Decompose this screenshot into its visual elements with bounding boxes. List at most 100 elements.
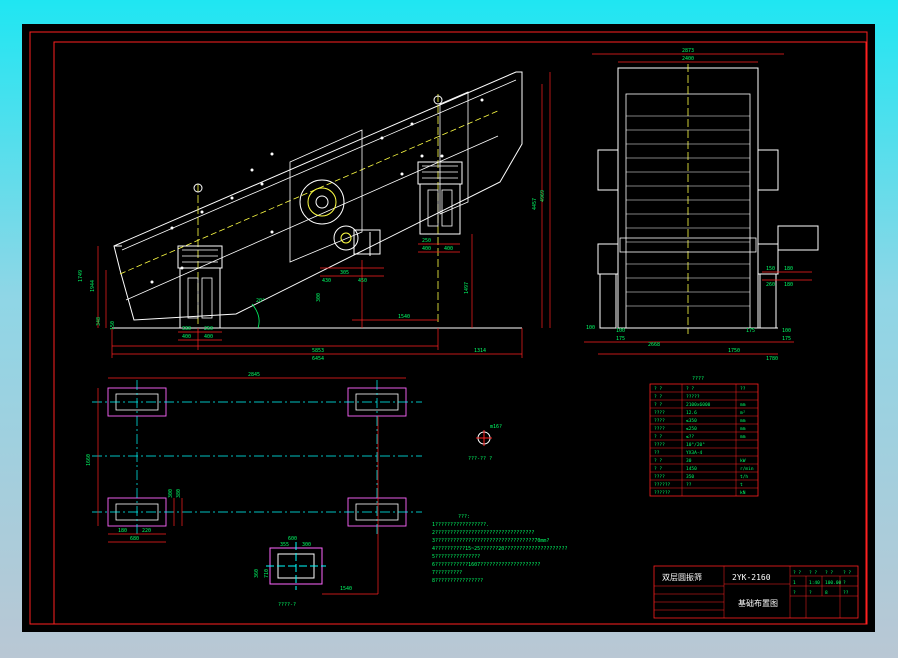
- table-header: ? ?: [654, 386, 662, 392]
- note-line-3: 3?????????????????????????????????70mm?: [432, 538, 549, 544]
- note-line-7: 7?????????: [432, 570, 462, 576]
- dim-bottom-175a: 175: [616, 336, 625, 342]
- dim-400-c: 400: [422, 246, 431, 252]
- dim-4969: 4969: [540, 190, 546, 202]
- dim-305: 305: [340, 270, 349, 276]
- note-line-6: 6???????????1607????????????????????: [432, 562, 540, 568]
- title-block-cell: 100.00: [825, 580, 842, 586]
- table-cell: 12.6: [686, 410, 697, 416]
- dim-400-a: 400: [182, 334, 191, 340]
- dim-1944: 1944: [90, 280, 96, 292]
- left-spring-seat: [177, 245, 223, 269]
- table-cell: m²: [740, 411, 745, 416]
- dim-1749: 1749: [78, 270, 84, 282]
- table-cell: t: [740, 482, 743, 488]
- table-cell: 30: [686, 458, 692, 464]
- table-cell: ? ?: [654, 394, 662, 400]
- dim-330: 330: [182, 326, 191, 332]
- table-header: ? ?: [686, 386, 694, 392]
- title-block-cell: ??: [843, 590, 849, 596]
- angle-label: 20°: [256, 298, 265, 304]
- note-line-5: 5???????????????: [432, 554, 480, 560]
- title-block-cell: ?: [843, 580, 846, 586]
- table-cell: 350: [686, 474, 694, 480]
- dim-2845: 2845: [248, 372, 260, 378]
- end-view-motor: [777, 225, 819, 251]
- dim-380: 380: [176, 489, 182, 498]
- table-cell: kN: [740, 490, 746, 496]
- title-block-cell: ? ?: [825, 570, 833, 576]
- note-line-2: 2?????????????????????????????????: [432, 530, 534, 536]
- dim-710: 710: [264, 569, 270, 578]
- side-view: 20° 5853 6454 1314 154: [78, 71, 551, 362]
- title-block-cell: ? ?: [793, 570, 801, 576]
- dim-150: 150: [110, 321, 116, 330]
- table-cell: 2100x6000: [686, 402, 711, 408]
- dim-1497: 1497: [464, 282, 470, 294]
- title-block-cell: ?: [809, 590, 812, 596]
- detail-caption: ????-?: [278, 602, 296, 608]
- table-cell: ????: [654, 418, 665, 424]
- title-block-cell: ? ?: [809, 570, 817, 576]
- end-view: 2873 2400 100 100 175 2668 175 100 175 1…: [584, 48, 819, 362]
- cad-drawing-sheet: 20° 5853 6454 1314 154: [22, 24, 875, 632]
- table-cell: 1450: [686, 466, 697, 472]
- notes-title: ???:: [458, 514, 470, 520]
- title-block-cell: ?: [793, 590, 796, 596]
- table-cell: ? ?: [654, 434, 662, 440]
- dim-250-right: 250: [422, 238, 431, 244]
- table-cell: ?????: [686, 394, 700, 400]
- table-cell: ??: [686, 482, 692, 488]
- table-cell: ????: [654, 426, 665, 432]
- dim-4457: 4457: [532, 198, 538, 210]
- screen-lower-deck: [125, 135, 499, 301]
- title-model: 2YK-2160: [732, 573, 771, 582]
- technical-notes: ???: 1?????????????????. 2??????????????…: [432, 514, 567, 584]
- table-cell: ? ?: [654, 402, 662, 408]
- dim-1780: 1780: [766, 356, 778, 362]
- dim-430: 430: [322, 278, 331, 284]
- dim-bottom-100: 100: [616, 328, 625, 334]
- dim-bottom-175b: 175: [746, 328, 755, 334]
- dim-2668: 2668: [648, 342, 660, 348]
- dim-side-180: 180: [784, 266, 793, 272]
- dim-1660: 1660: [86, 454, 92, 466]
- dim-detail-1540: 1540: [340, 586, 352, 592]
- dim-300: 300: [316, 293, 322, 302]
- table-cell: ????: [654, 410, 665, 416]
- table-cell: mm: [740, 427, 746, 432]
- table-cell: r/min: [740, 466, 754, 472]
- dim-1750: 1750: [728, 348, 740, 354]
- dim-2873: 2873: [682, 48, 694, 54]
- dim-5853: 5853: [312, 348, 324, 354]
- table-cell: t/h: [740, 474, 748, 480]
- dim-2400: 2400: [682, 56, 694, 62]
- dim-300: 300: [168, 489, 174, 498]
- dim-side-260: 260: [766, 282, 775, 288]
- title-block-cell: ? ?: [843, 570, 851, 576]
- table-cell: YX3A-4: [686, 450, 703, 456]
- right-support-column: [419, 183, 461, 235]
- table-cell: ??????: [654, 490, 671, 496]
- table-cell: ≤350: [686, 418, 697, 424]
- table-cell: ≤??: [686, 434, 694, 440]
- table-cell: ??????: [654, 482, 671, 488]
- motor-pulley: [333, 225, 359, 251]
- dim-348: 348: [96, 317, 102, 326]
- dim-bottom-175c: 175: [782, 336, 791, 342]
- dim-400-b: 400: [204, 334, 213, 340]
- title-block-cell: 1: [793, 580, 796, 586]
- end-left-spring: [597, 149, 619, 191]
- title-drawing-name: 基础布置图: [738, 598, 778, 608]
- title-company: 双层圆振筛: [662, 572, 702, 582]
- title-block-cell: 1:40: [809, 580, 820, 586]
- dim-600: 600: [288, 536, 297, 542]
- center-mark-label: m16?: [490, 424, 502, 430]
- note-line-4: 4??????????15~25??????20????????????????…: [432, 546, 567, 552]
- anchor-detail: 600 355 300 360 710 1540 ????-?: [254, 416, 379, 608]
- dim-detail-300: 300: [302, 542, 311, 548]
- dim-220: 220: [142, 528, 151, 534]
- table-header: ??: [740, 386, 746, 392]
- center-mark-caption: ???-?? ?: [468, 456, 492, 462]
